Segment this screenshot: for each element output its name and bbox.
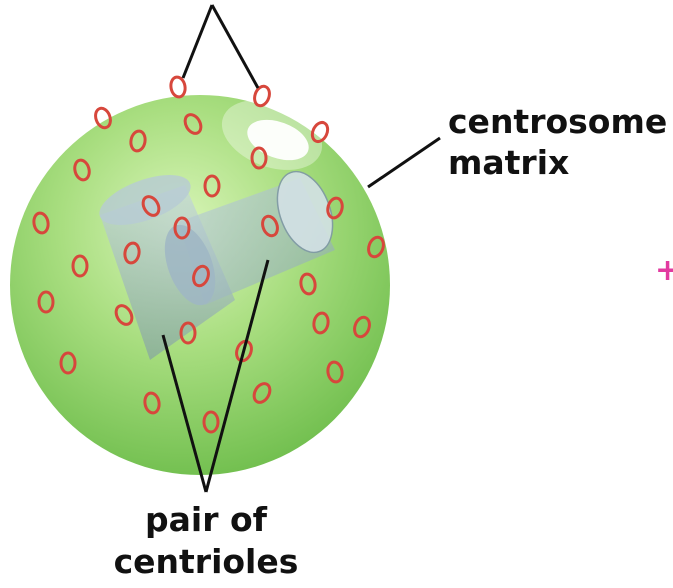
leader-top-right bbox=[212, 5, 258, 88]
leader-matrix bbox=[368, 138, 440, 187]
centrioles-label-line2: centrioles bbox=[114, 542, 299, 581]
centrosome-label-line1: centrosome bbox=[448, 102, 667, 141]
leader-top-left bbox=[183, 5, 212, 78]
centrioles-label-line1: pair of bbox=[145, 500, 268, 539]
centrosome-label-line2: matrix bbox=[448, 143, 569, 182]
plus-sign: + bbox=[655, 253, 673, 288]
red-ring-icon bbox=[169, 76, 186, 98]
